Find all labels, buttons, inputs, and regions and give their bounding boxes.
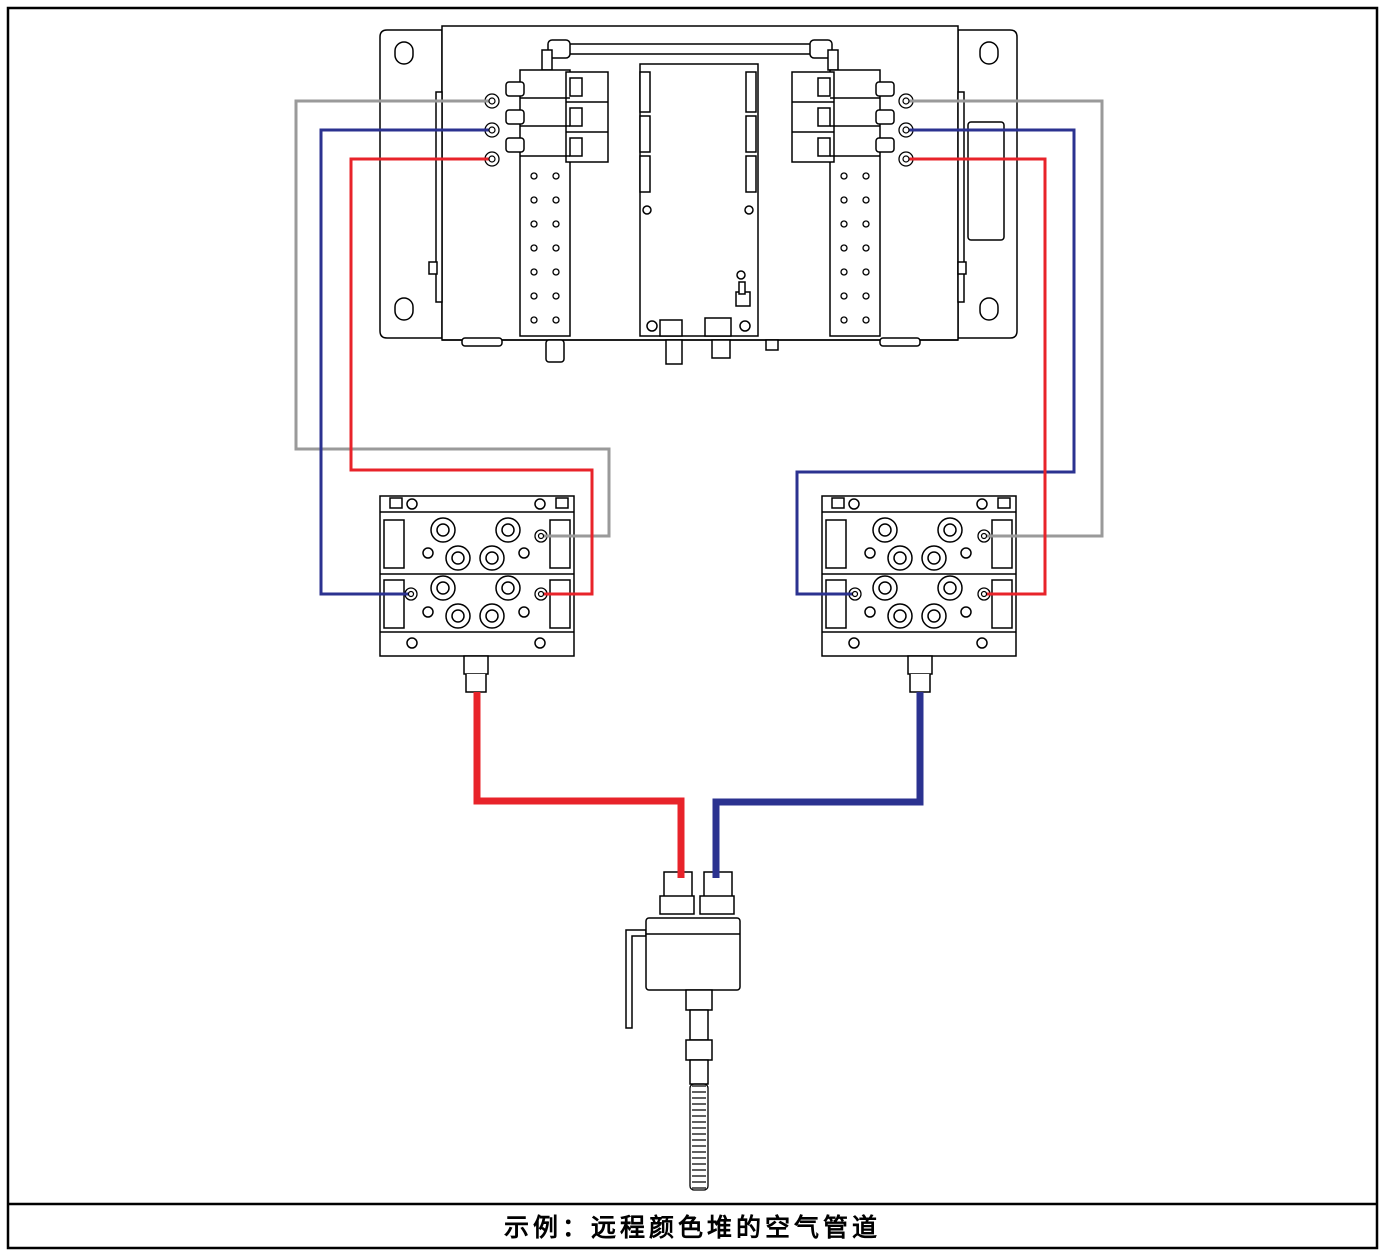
control-panel xyxy=(379,25,1018,365)
top-air-tube xyxy=(559,43,821,55)
left-blue-air-line xyxy=(319,128,492,596)
right-blue-air-line xyxy=(795,128,1076,596)
right-color-stack xyxy=(821,495,1017,693)
valve-outlet-hose xyxy=(689,1083,709,1191)
right-gray-air-line xyxy=(906,99,1104,538)
left-gray-air-line xyxy=(294,99,611,538)
line-fitting-dots xyxy=(407,97,988,598)
blue-supply-line xyxy=(712,692,924,878)
right-red-air-line xyxy=(906,157,1047,596)
mix-valve xyxy=(625,871,741,1085)
left-red-air-line xyxy=(349,157,594,596)
left-color-stack xyxy=(379,495,575,693)
manifold-screws xyxy=(530,172,870,324)
figure-caption: 示例：远程颜色堆的空气管道 xyxy=(503,1213,881,1242)
red-supply-line xyxy=(473,692,685,878)
right-valve-manifold xyxy=(829,69,881,337)
left-valve-manifold xyxy=(519,69,571,337)
left-mounting-bracket xyxy=(379,29,443,339)
caption-container: 示例：远程颜色堆的空气管道 xyxy=(8,1204,1377,1248)
